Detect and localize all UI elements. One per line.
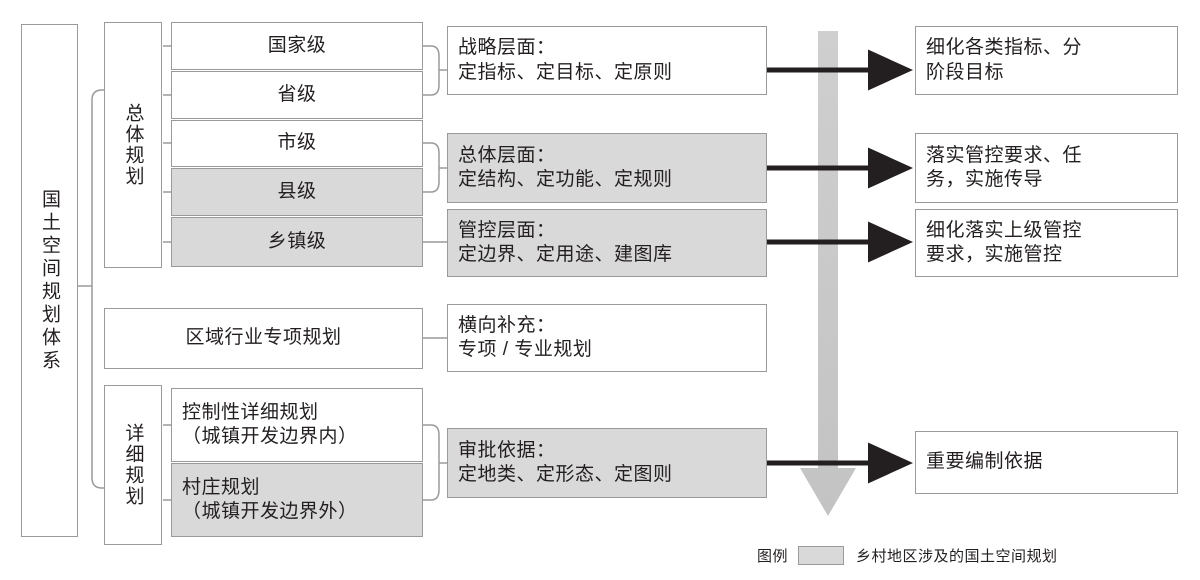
aspect-box-horizontal[interactable]: 横向补充： 专项 / 专业规划 — [447, 304, 767, 372]
aspect-box-strategic[interactable]: 战略层面： 定指标、定目标、定原则 — [447, 26, 767, 95]
legend: 图例 乡村地区涉及的国土空间规划 — [757, 545, 1058, 566]
outcome-arrows — [767, 49, 914, 484]
level-label-provincial: 省级 — [277, 83, 317, 105]
level-box-municipal[interactable]: 市级 — [171, 120, 423, 167]
root-box[interactable]: 国土空间规划体系 — [21, 24, 78, 537]
group-box-overall[interactable]: 总体规划 — [104, 22, 162, 268]
aspect-box-overall[interactable]: 总体层面： 定结构、定功能、定规则 — [447, 133, 767, 203]
outcome-box-key-basis[interactable]: 重要编制依据 — [915, 431, 1178, 494]
aspect-box-control[interactable]: 管控层面： 定边界、定用途、建图库 — [447, 209, 767, 277]
aspect-label-horizontal: 横向补充： 专项 / 专业规划 — [458, 314, 593, 360]
detail-plan-box-regulatory[interactable]: 控制性详细规划 （城镇开发边界内） — [171, 388, 423, 462]
aspect-label-overall: 总体层面： 定结构、定功能、定规则 — [458, 144, 673, 190]
level-label-county: 县级 — [277, 180, 317, 202]
legend-swatch-icon — [798, 546, 845, 565]
brace-overall-aspect — [423, 142, 447, 193]
outcome-label-implement-control: 落实管控要求、任 务，实施传导 — [926, 144, 1083, 190]
detail-plan-box-village[interactable]: 村庄规划 （城镇开发边界外） — [171, 463, 423, 537]
level-box-township[interactable]: 乡镇级 — [171, 217, 423, 267]
level-box-national[interactable]: 国家级 — [171, 22, 423, 70]
level-box-county[interactable]: 县级 — [171, 168, 423, 216]
brace-strategic — [423, 45, 447, 96]
detail-plan-label-village: 村庄规划 （城镇开发边界外） — [182, 476, 358, 522]
outcome-label-refine-indicators: 细化各类指标、分 阶段目标 — [926, 37, 1083, 83]
outcome-label-key-basis: 重要编制依据 — [926, 451, 1044, 473]
aspect-label-strategic: 战略层面： 定指标、定目标、定原则 — [458, 37, 673, 83]
aspect-label-control: 管控层面： 定边界、定用途、建图库 — [458, 219, 673, 265]
overall-brace — [163, 45, 171, 243]
level-box-provincial[interactable]: 省级 — [171, 71, 423, 119]
group-box-detailed[interactable]: 详细规划 — [104, 385, 162, 545]
brace-approval-aspect — [423, 424, 447, 501]
special-plan-label: 区域行业专项规划 — [185, 327, 342, 349]
detail-plan-label-regulatory: 控制性详细规划 （城镇开发边界内） — [182, 401, 358, 447]
aspect-box-approval[interactable]: 审批依据： 定地类、定形态、定图则 — [447, 428, 767, 498]
root-label: 国土空间规划体系 — [39, 188, 60, 373]
level-label-municipal: 市级 — [277, 132, 317, 154]
aspect-label-approval: 审批依据： 定地类、定形态、定图则 — [458, 439, 673, 485]
special-plan-box[interactable]: 区域行业专项规划 — [104, 308, 423, 369]
outcome-box-refine-indicators[interactable]: 细化各类指标、分 阶段目标 — [915, 26, 1178, 95]
legend-label: 图例 — [757, 548, 789, 565]
outcome-label-refine-upper: 细化落实上级管控 要求，实施管控 — [926, 219, 1083, 265]
group-label-detailed: 详细规划 — [122, 423, 144, 507]
outcome-box-implement-control[interactable]: 落实管控要求、任 务，实施传导 — [915, 133, 1178, 203]
level-label-township: 乡镇级 — [267, 230, 327, 252]
outcome-box-refine-upper[interactable]: 细化落实上级管控 要求，实施管控 — [915, 209, 1178, 277]
downward-gradient-arrow — [800, 31, 856, 516]
group-label-overall: 总体规划 — [122, 103, 144, 187]
root-brace — [78, 89, 104, 489]
legend-text: 乡村地区涉及的国土空间规划 — [856, 548, 1058, 565]
level-label-national: 国家级 — [267, 34, 327, 56]
detailed-brace — [163, 424, 171, 501]
